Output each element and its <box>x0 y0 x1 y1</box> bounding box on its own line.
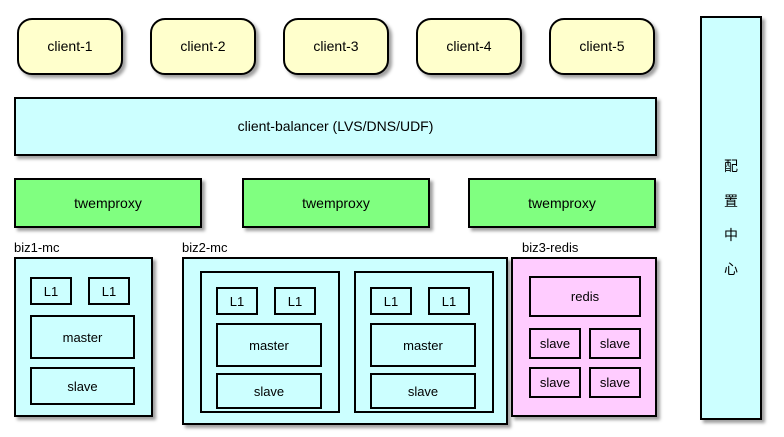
twemproxy-label: twemproxy <box>74 194 142 211</box>
cluster-label-biz3-redis: biz3-redis <box>522 240 579 255</box>
redis-slave-cell[interactable]: slave <box>529 367 581 398</box>
client-node-2[interactable]: client-2 <box>150 18 256 75</box>
l1-cell[interactable]: L1 <box>370 287 412 315</box>
twemproxy-node-3[interactable]: twemproxy <box>468 178 656 228</box>
biz2-subgroup-2[interactable]: L1 L1 master slave <box>354 271 494 413</box>
cluster-biz2-mc[interactable]: L1 L1 master slave L1 L1 master slave <box>182 257 508 425</box>
client-label: client-2 <box>180 38 226 55</box>
client-balancer-node[interactable]: client-balancer (LVS/DNS/UDF) <box>14 97 657 156</box>
l1-cell[interactable]: L1 <box>30 277 72 305</box>
client-label: client-1 <box>47 38 93 55</box>
cluster-label-biz1-mc: biz1-mc <box>14 240 60 255</box>
client-node-5[interactable]: client-5 <box>549 18 655 75</box>
twemproxy-label: twemproxy <box>528 194 596 211</box>
l1-cell[interactable]: L1 <box>216 287 258 315</box>
redis-slave-cell[interactable]: slave <box>589 328 641 359</box>
cluster-biz1-mc[interactable]: L1 L1 master slave <box>14 257 153 417</box>
redis-slave-cell[interactable]: slave <box>589 367 641 398</box>
redis-primary-cell[interactable]: redis <box>529 276 641 317</box>
biz2-subgroup-1[interactable]: L1 L1 master slave <box>200 271 340 413</box>
master-cell[interactable]: master <box>216 323 322 367</box>
client-node-4[interactable]: client-4 <box>416 18 522 75</box>
config-center-char: 配 <box>724 158 738 175</box>
slave-cell[interactable]: slave <box>216 373 322 409</box>
client-label: client-3 <box>313 38 359 55</box>
config-center-panel[interactable]: 配 置 中 心 <box>700 16 762 420</box>
twemproxy-node-2[interactable]: twemproxy <box>242 178 430 228</box>
client-node-1[interactable]: client-1 <box>17 18 123 75</box>
master-cell[interactable]: master <box>370 323 476 367</box>
l1-cell[interactable]: L1 <box>428 287 470 315</box>
config-center-char: 中 <box>724 227 738 243</box>
slave-cell[interactable]: slave <box>370 373 476 409</box>
client-label: client-4 <box>446 38 492 55</box>
slave-cell[interactable]: slave <box>30 367 135 405</box>
config-center-char: 心 <box>724 261 738 278</box>
twemproxy-label: twemproxy <box>302 194 370 211</box>
client-label: client-5 <box>579 38 625 55</box>
config-center-label: 配 置 中 心 <box>724 149 738 286</box>
client-balancer-label: client-balancer (LVS/DNS/UDF) <box>237 118 434 135</box>
master-cell[interactable]: master <box>30 315 135 359</box>
cluster-biz3-redis[interactable]: redis slave slave slave slave <box>511 257 657 417</box>
twemproxy-node-1[interactable]: twemproxy <box>14 178 202 228</box>
client-node-3[interactable]: client-3 <box>283 18 389 75</box>
config-center-char: 置 <box>724 192 738 209</box>
redis-slave-cell[interactable]: slave <box>529 328 581 359</box>
l1-cell[interactable]: L1 <box>88 277 130 305</box>
cluster-label-biz2-mc: biz2-mc <box>182 240 228 255</box>
l1-cell[interactable]: L1 <box>274 287 316 315</box>
